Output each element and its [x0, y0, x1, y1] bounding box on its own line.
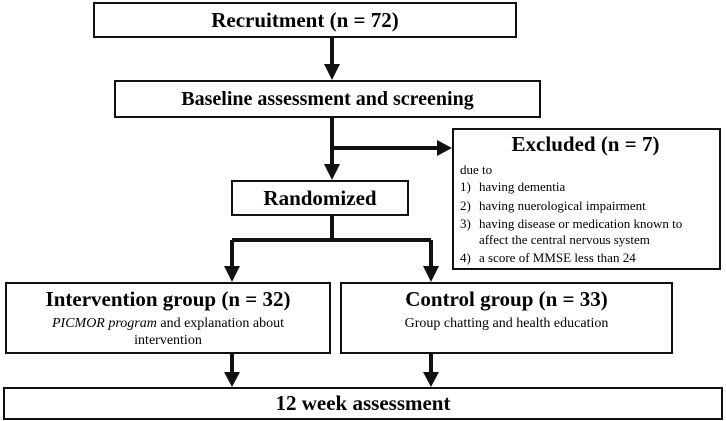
program-name: PICMOR program — [51, 316, 157, 331]
reason-text: having dementia — [479, 179, 566, 194]
excluded-title: Excluded (n = 7) — [511, 132, 660, 156]
intervention-description: PICMOR program and explanation about int… — [7, 315, 329, 349]
control-title: Control group (n = 33) — [405, 287, 608, 311]
excluded-box: Excluded (n = 7) due to 1) having dement… — [452, 128, 721, 270]
exclusion-reason: 3) having disease or medication known to… — [460, 216, 711, 247]
intervention-title: Intervention group (n = 32) — [45, 287, 291, 311]
exclusion-reason: 1) having dementia — [460, 179, 711, 195]
exclusion-reason: 4) a score of MMSE less than 24 — [460, 250, 711, 266]
reason-number: 3) — [460, 216, 471, 231]
reason-number: 2) — [460, 197, 471, 213]
recruitment-label: Recruitment (n = 72) — [211, 7, 399, 32]
exclusion-reasons: 1) having dementia 2) having nuerologica… — [460, 179, 711, 266]
baseline-box: Baseline assessment and screening — [114, 80, 541, 118]
reason-text: having nuerological impairment — [479, 197, 646, 213]
final-assessment-label: 12 week assessment — [275, 391, 451, 415]
baseline-label: Baseline assessment and screening — [181, 88, 474, 110]
reason-text: having disease or medication known to af… — [479, 216, 683, 247]
reason-number: 4) — [460, 250, 471, 265]
intervention-detail: and explanation about intervention — [134, 316, 284, 348]
final-assessment-box: 12 week assessment — [3, 387, 723, 420]
reason-number: 1) — [460, 179, 471, 194]
exclusion-reason: 2) having nuerological impairment — [460, 198, 711, 214]
reason-text: a score of MMSE less than 24 — [479, 250, 636, 265]
randomized-box: Randomized — [231, 180, 409, 216]
recruitment-box: Recruitment (n = 72) — [93, 2, 517, 38]
randomized-label: Randomized — [263, 185, 377, 210]
control-description: Group chatting and health education — [404, 316, 609, 331]
intervention-group-box: Intervention group (n = 32) PICMOR progr… — [5, 282, 331, 354]
control-group-box: Control group (n = 33) Group chatting an… — [340, 282, 673, 354]
excluded-due-to: due to — [460, 162, 493, 177]
